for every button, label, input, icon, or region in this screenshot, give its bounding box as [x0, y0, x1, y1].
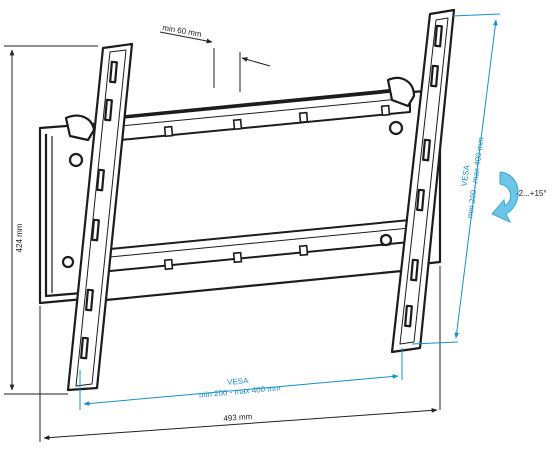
tilt-label: -2...+15° [516, 189, 547, 198]
height-dimension [4, 45, 98, 395]
left-arm [61, 42, 134, 392]
vesa-vertical-title: VESA [460, 164, 472, 187]
vesa-horizontal-dimension [79, 348, 403, 410]
height-label: 424 mm [15, 223, 24, 252]
vesa-horizontal-range: min 200 - max 400 mm [199, 383, 282, 399]
right-arm [379, 8, 456, 354]
horizontal-rails [99, 89, 411, 273]
min-gap-dimension [159, 31, 271, 92]
width-dimension [39, 266, 441, 442]
rail-slots [163, 104, 391, 271]
curved-arrow-icon [491, 171, 519, 224]
width-label: 493 mm [223, 412, 253, 423]
vesa-vertical-dimension [411, 13, 501, 345]
vesa-horizontal-title: VESA [227, 376, 250, 387]
